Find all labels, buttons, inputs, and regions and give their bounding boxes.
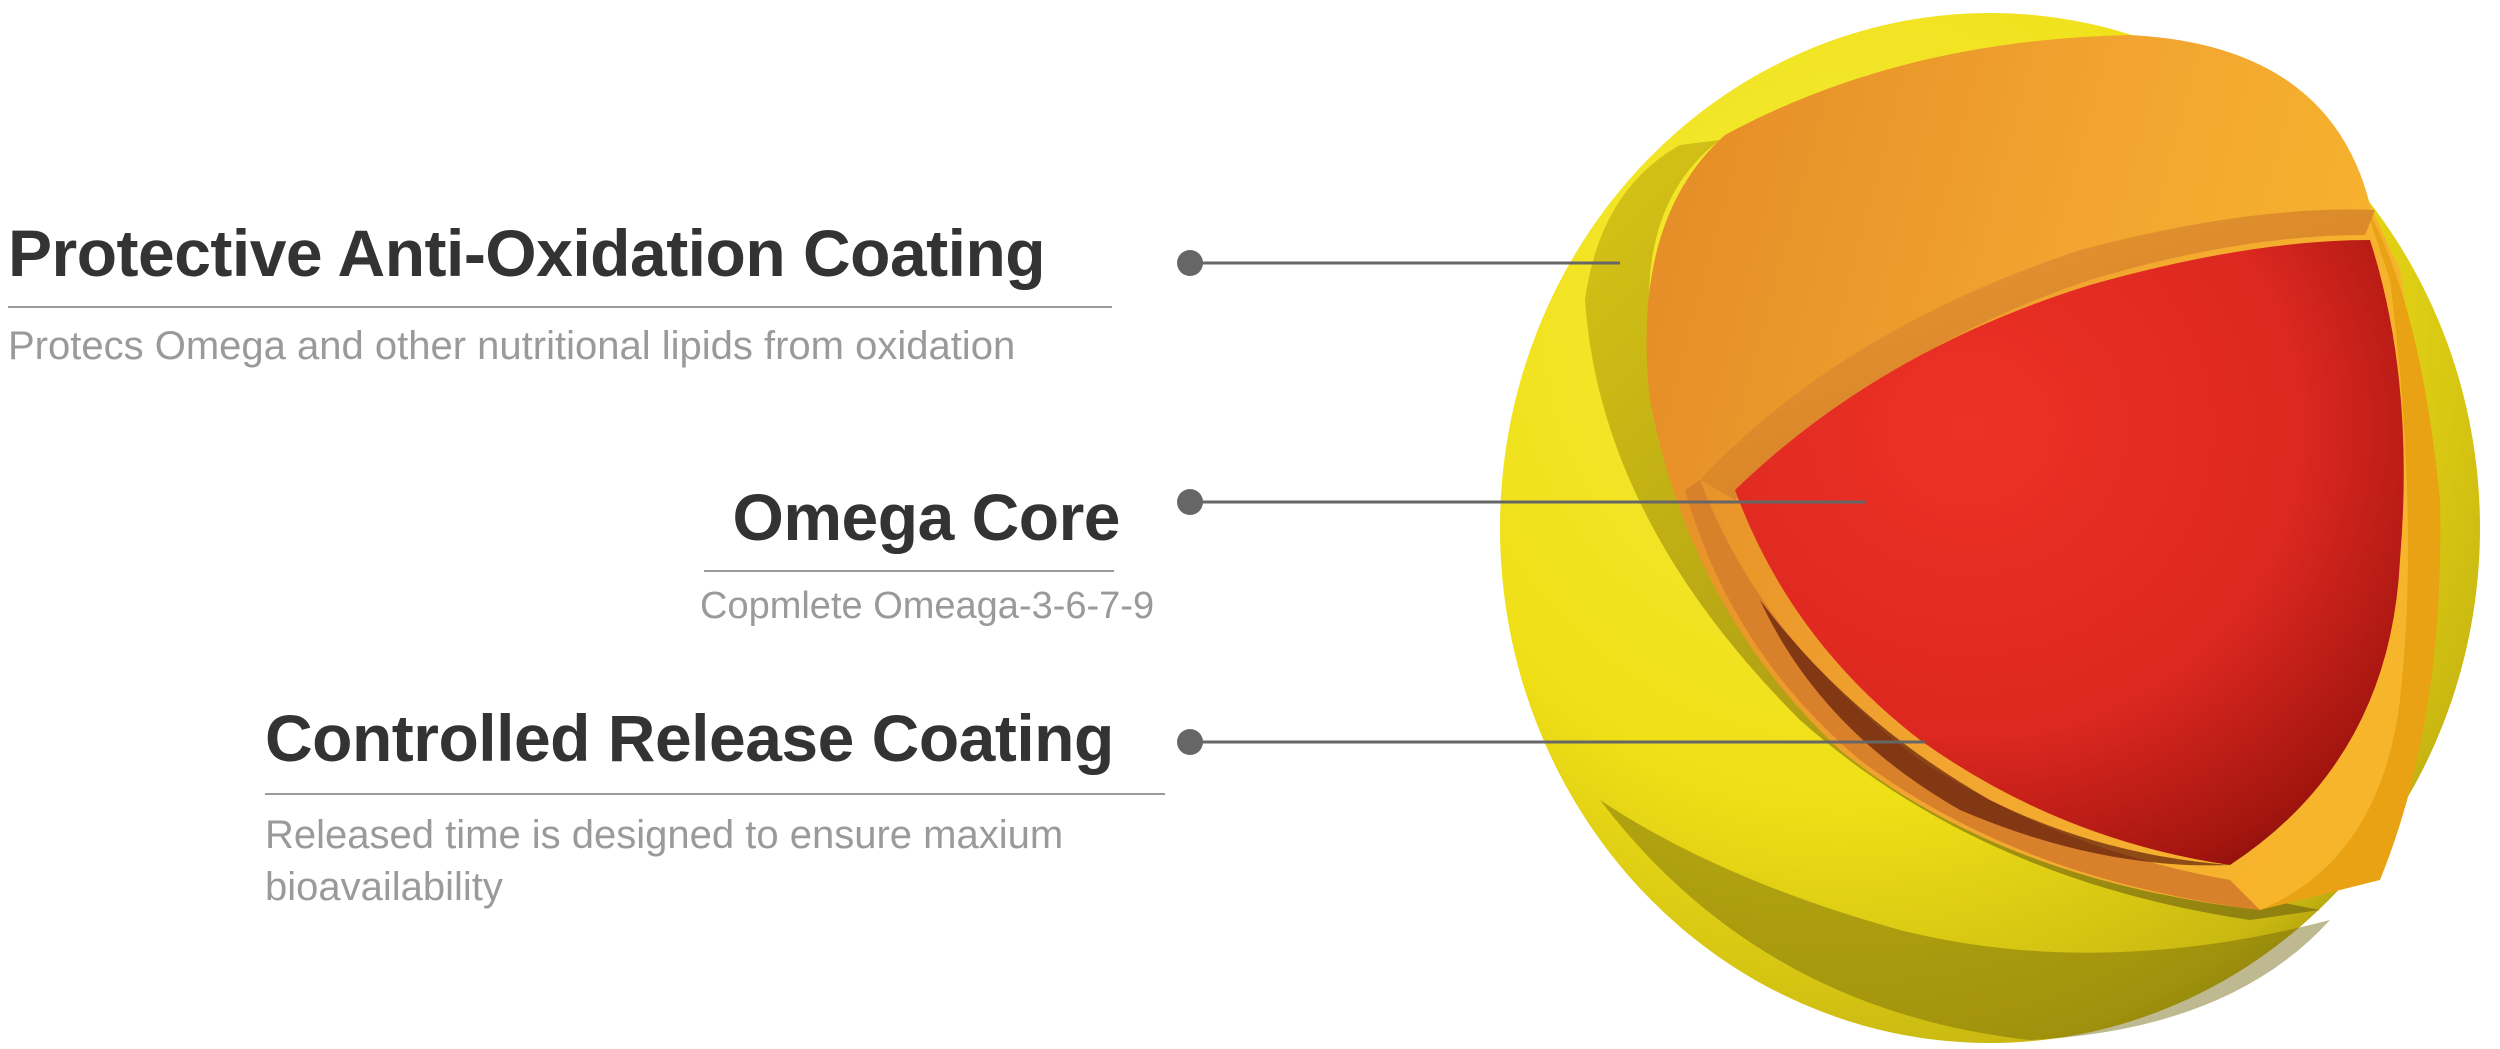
leader-dot-2	[1177, 489, 1203, 515]
layer-title: Omega Core	[732, 480, 1121, 554]
leader-lines	[1177, 250, 1925, 755]
omega-core-layer	[1735, 240, 2404, 866]
divider	[8, 306, 1112, 308]
layer-title: Protective Anti-Oxidation Coating	[8, 216, 1046, 290]
divider	[704, 570, 1114, 572]
layer-title: Controlled Release Coating	[265, 701, 1114, 775]
layer-label-omega-core: Omega Core Copmlete Omeaga-3-6-7-9	[700, 480, 1155, 631]
divider	[265, 793, 1165, 795]
layer-label-controlled-release: Controlled Release Coating Released time…	[265, 705, 1165, 913]
leader-dot-3	[1177, 729, 1203, 755]
leader-dot-1	[1177, 250, 1203, 276]
layer-description: Protecs Omega and other nutritional lipi…	[8, 324, 1016, 368]
layer-label-anti-oxidation: Protective Anti-Oxidation Coating Protec…	[8, 220, 1120, 372]
layer-description: Copmlete Omeaga-3-6-7-9	[700, 585, 1155, 627]
layer-description: Released time is designed to ensure maxi…	[265, 813, 1064, 909]
